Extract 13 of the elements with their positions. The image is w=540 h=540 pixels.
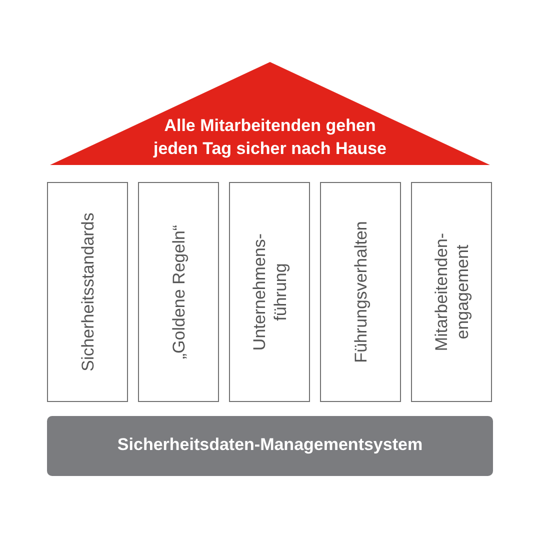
- pillar-label: Mitarbeitenden- engagement: [430, 232, 472, 352]
- pillar-label: Unternehmens- führung: [248, 233, 290, 351]
- foundation-bar: [47, 416, 493, 476]
- pillar-label: Führungsverhalten: [350, 221, 371, 363]
- pillar-box: [47, 182, 128, 402]
- pillar-box: [320, 182, 401, 402]
- pillar-box: [229, 182, 310, 402]
- pillar-box: [411, 182, 492, 402]
- pillar-box: [138, 182, 219, 402]
- roof-text: Alle Mitarbeitenden gehen jeden Tag sicher nach Hause: [152, 115, 388, 160]
- pillar-label: Sicherheitsstandards: [77, 212, 98, 372]
- pillar-label: „Goldene Regeln“: [168, 224, 189, 360]
- foundation-label: Sicherheitsdaten-Managementsystem: [116, 435, 424, 455]
